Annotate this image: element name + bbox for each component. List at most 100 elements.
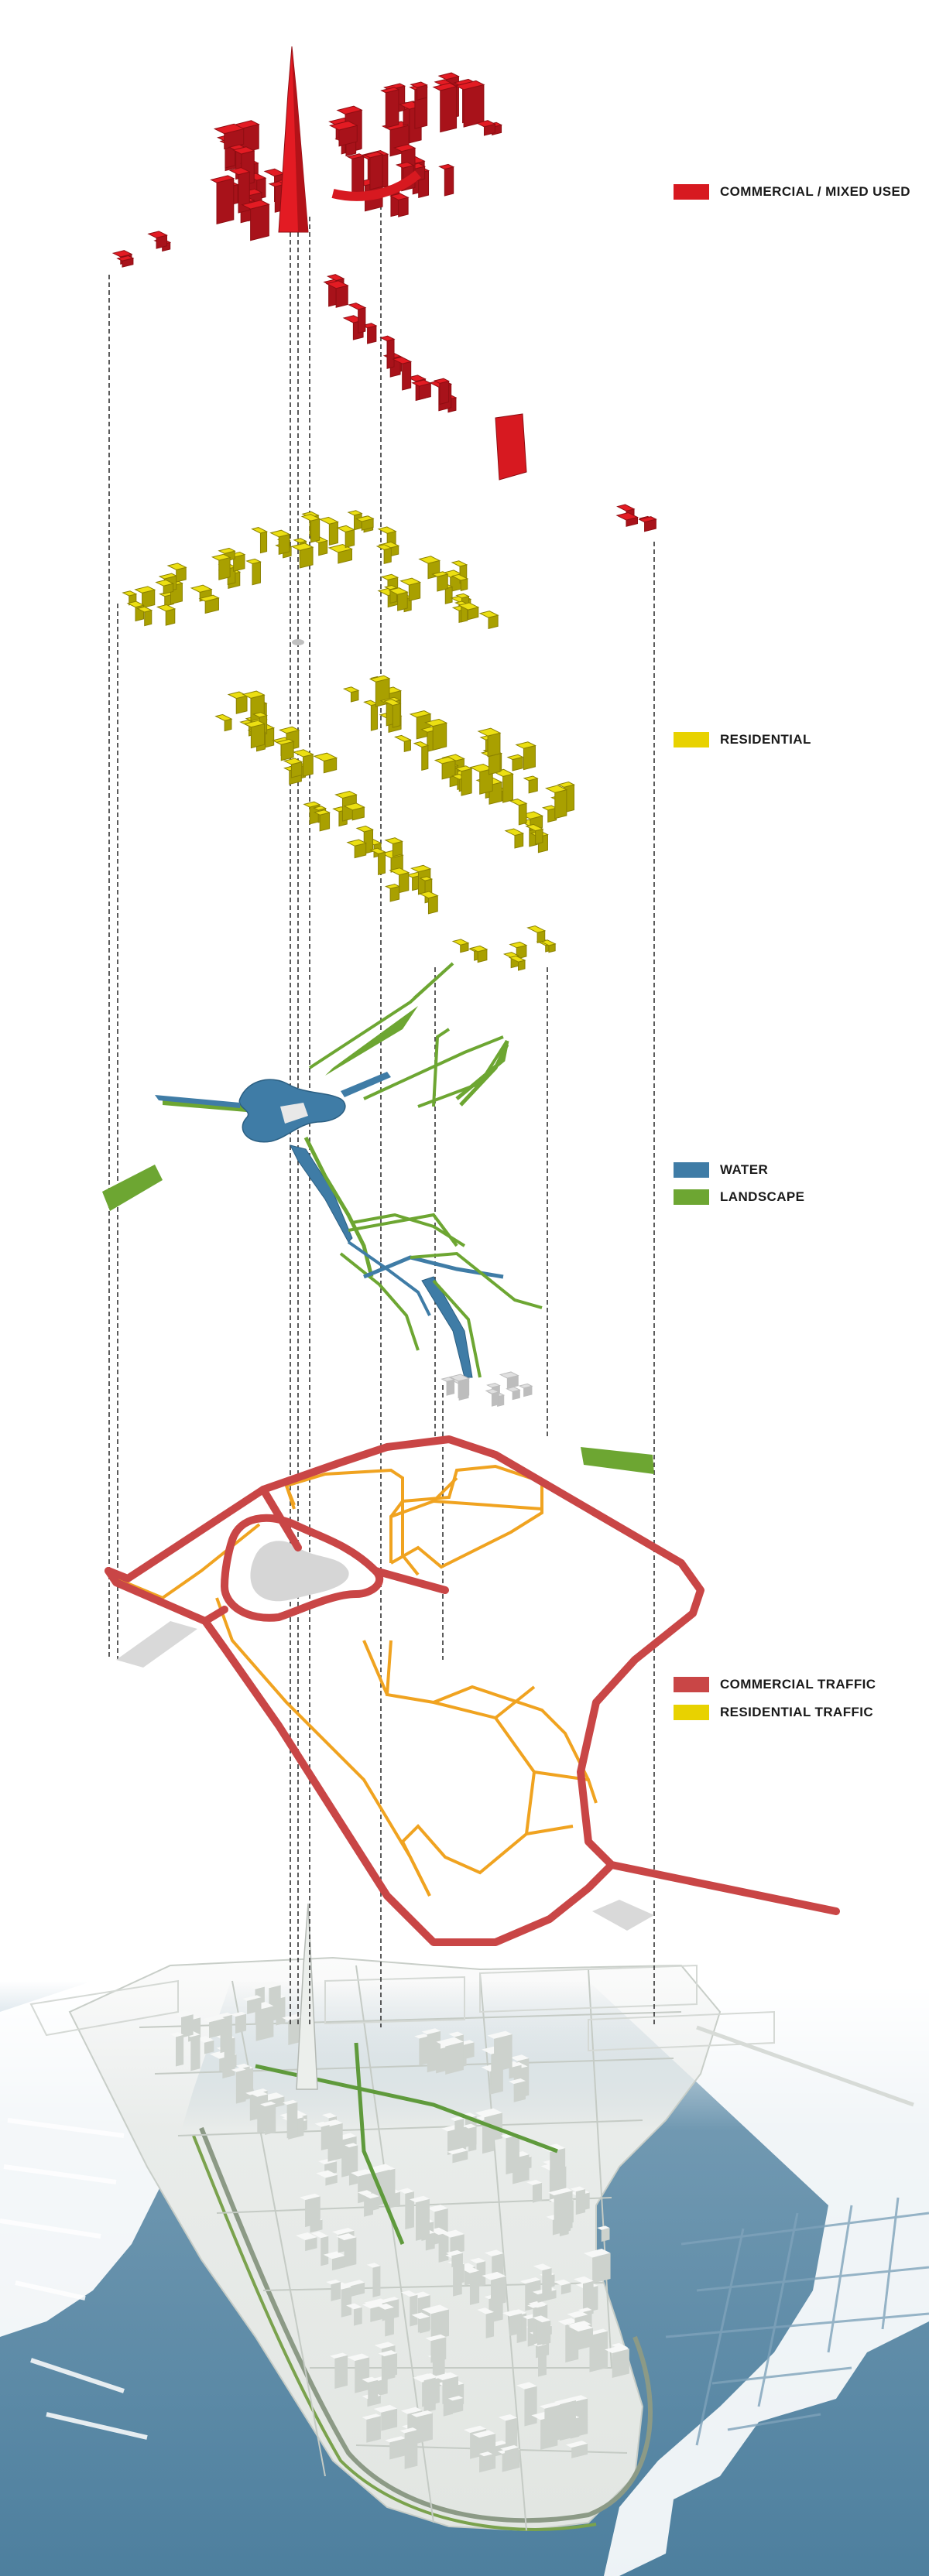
base-block-top xyxy=(326,2279,341,2285)
legend-commercial-swatch xyxy=(674,184,709,200)
commercial-block-side xyxy=(369,154,383,190)
base-block-top xyxy=(260,2101,276,2107)
residential-block-top xyxy=(190,584,213,593)
residential-block-top xyxy=(355,515,375,522)
base-block-top xyxy=(568,2323,594,2331)
residential-block-side xyxy=(397,591,408,611)
commercial-block-top xyxy=(346,153,365,159)
base-block-top xyxy=(411,2312,430,2319)
base-block-top xyxy=(463,2123,477,2129)
residential-block-top xyxy=(419,876,434,881)
base-block-top xyxy=(482,2271,506,2280)
commercial-block-top xyxy=(241,200,270,210)
residential-blocks xyxy=(122,510,575,971)
residential-block-top xyxy=(318,516,339,525)
base-block-top xyxy=(282,2099,298,2106)
base-block-side xyxy=(494,2034,512,2072)
base-block-side xyxy=(419,2036,429,2066)
legend-landscape: LANDSCAPE xyxy=(674,1188,804,1206)
residential-block-top xyxy=(384,884,401,889)
base-block-side xyxy=(204,2040,214,2054)
base-block-side xyxy=(368,2379,379,2403)
residential-block-top xyxy=(424,718,448,727)
commercial-block-top xyxy=(438,163,455,170)
vertical-guide-lines xyxy=(108,116,655,2027)
residential-block-top xyxy=(477,727,502,737)
commercial-lshape-east xyxy=(495,413,527,481)
base-block-top xyxy=(385,2436,406,2443)
base-block-side xyxy=(420,2316,430,2334)
residential-block-side xyxy=(165,608,176,626)
residential-block-side xyxy=(354,512,362,531)
residential-block-top xyxy=(251,527,269,534)
residential-block-side xyxy=(408,581,421,602)
residential-roads xyxy=(115,1464,598,1897)
base-block-top xyxy=(583,2249,611,2258)
base-block-top xyxy=(231,2067,246,2072)
residential-block-top xyxy=(413,741,430,747)
base-block-top xyxy=(414,2034,429,2039)
base-block-top xyxy=(510,2054,530,2061)
base-block-top xyxy=(202,2015,225,2023)
base-block-top xyxy=(252,2091,269,2097)
ghost-block-side xyxy=(446,1379,455,1396)
base-block-top xyxy=(358,2190,373,2196)
commercial-block-side xyxy=(398,197,409,217)
base-block-top xyxy=(421,2304,449,2314)
residential-block-side xyxy=(518,802,527,826)
residential-block-side xyxy=(502,773,513,803)
legend-residential: RESIDENTIAL xyxy=(674,730,811,749)
residential-block-top xyxy=(369,675,391,682)
residential-block-top xyxy=(290,542,314,551)
base-block-side xyxy=(381,2408,398,2431)
base-block-top xyxy=(347,2353,370,2361)
residential-block-top xyxy=(342,686,360,693)
base-block-top xyxy=(478,2451,493,2457)
base-block-side xyxy=(327,2123,343,2162)
base-block-top xyxy=(245,2089,268,2095)
residential-block-top xyxy=(388,587,409,595)
base-block-side xyxy=(469,2270,480,2305)
base-block-top xyxy=(362,2414,381,2420)
residential-block-top xyxy=(469,945,488,953)
base-block-side xyxy=(601,2228,610,2242)
residential-block-top xyxy=(126,600,145,608)
legend-residential-traffic-swatch xyxy=(674,1705,709,1720)
base-block-top xyxy=(261,1981,281,1989)
water-south-canal xyxy=(421,1276,473,1378)
residential-block-top xyxy=(136,606,153,613)
base-block-top xyxy=(329,2352,348,2359)
base-block-top xyxy=(597,2225,610,2230)
base-block-side xyxy=(560,2283,571,2295)
base-block-top xyxy=(578,2307,592,2312)
base-block-top xyxy=(500,2444,519,2451)
base-block-side xyxy=(454,2119,464,2143)
base-block-top xyxy=(374,2342,396,2349)
base-block-top xyxy=(498,2414,518,2421)
residential-block-side xyxy=(235,695,248,714)
residential-block-top xyxy=(523,775,539,782)
residential-block-top xyxy=(242,690,266,699)
base-block-side xyxy=(592,2253,611,2284)
base-block-side xyxy=(410,2294,418,2327)
base-block-top xyxy=(362,2301,382,2309)
residential-block-top xyxy=(245,558,262,565)
residential-block-top xyxy=(278,726,300,734)
base-block-side xyxy=(190,2034,201,2071)
base-block-top xyxy=(362,2376,379,2383)
commercial-block-side xyxy=(440,86,458,133)
water-west-arm xyxy=(155,1095,240,1108)
residential-block-top xyxy=(520,811,544,819)
base-block-top xyxy=(364,2193,379,2199)
base-block-side xyxy=(209,2018,225,2038)
base-block-top xyxy=(316,2170,338,2178)
commercial-block-top xyxy=(432,82,458,91)
base-block-top xyxy=(484,2249,504,2256)
base-block-top xyxy=(366,2263,381,2268)
base-block-side xyxy=(341,2287,352,2318)
commercial-block-top xyxy=(116,255,135,262)
residential-block-top xyxy=(369,847,386,854)
residential-block-top xyxy=(269,529,291,538)
base-block-side xyxy=(235,2069,246,2104)
base-block-side xyxy=(537,2290,557,2303)
